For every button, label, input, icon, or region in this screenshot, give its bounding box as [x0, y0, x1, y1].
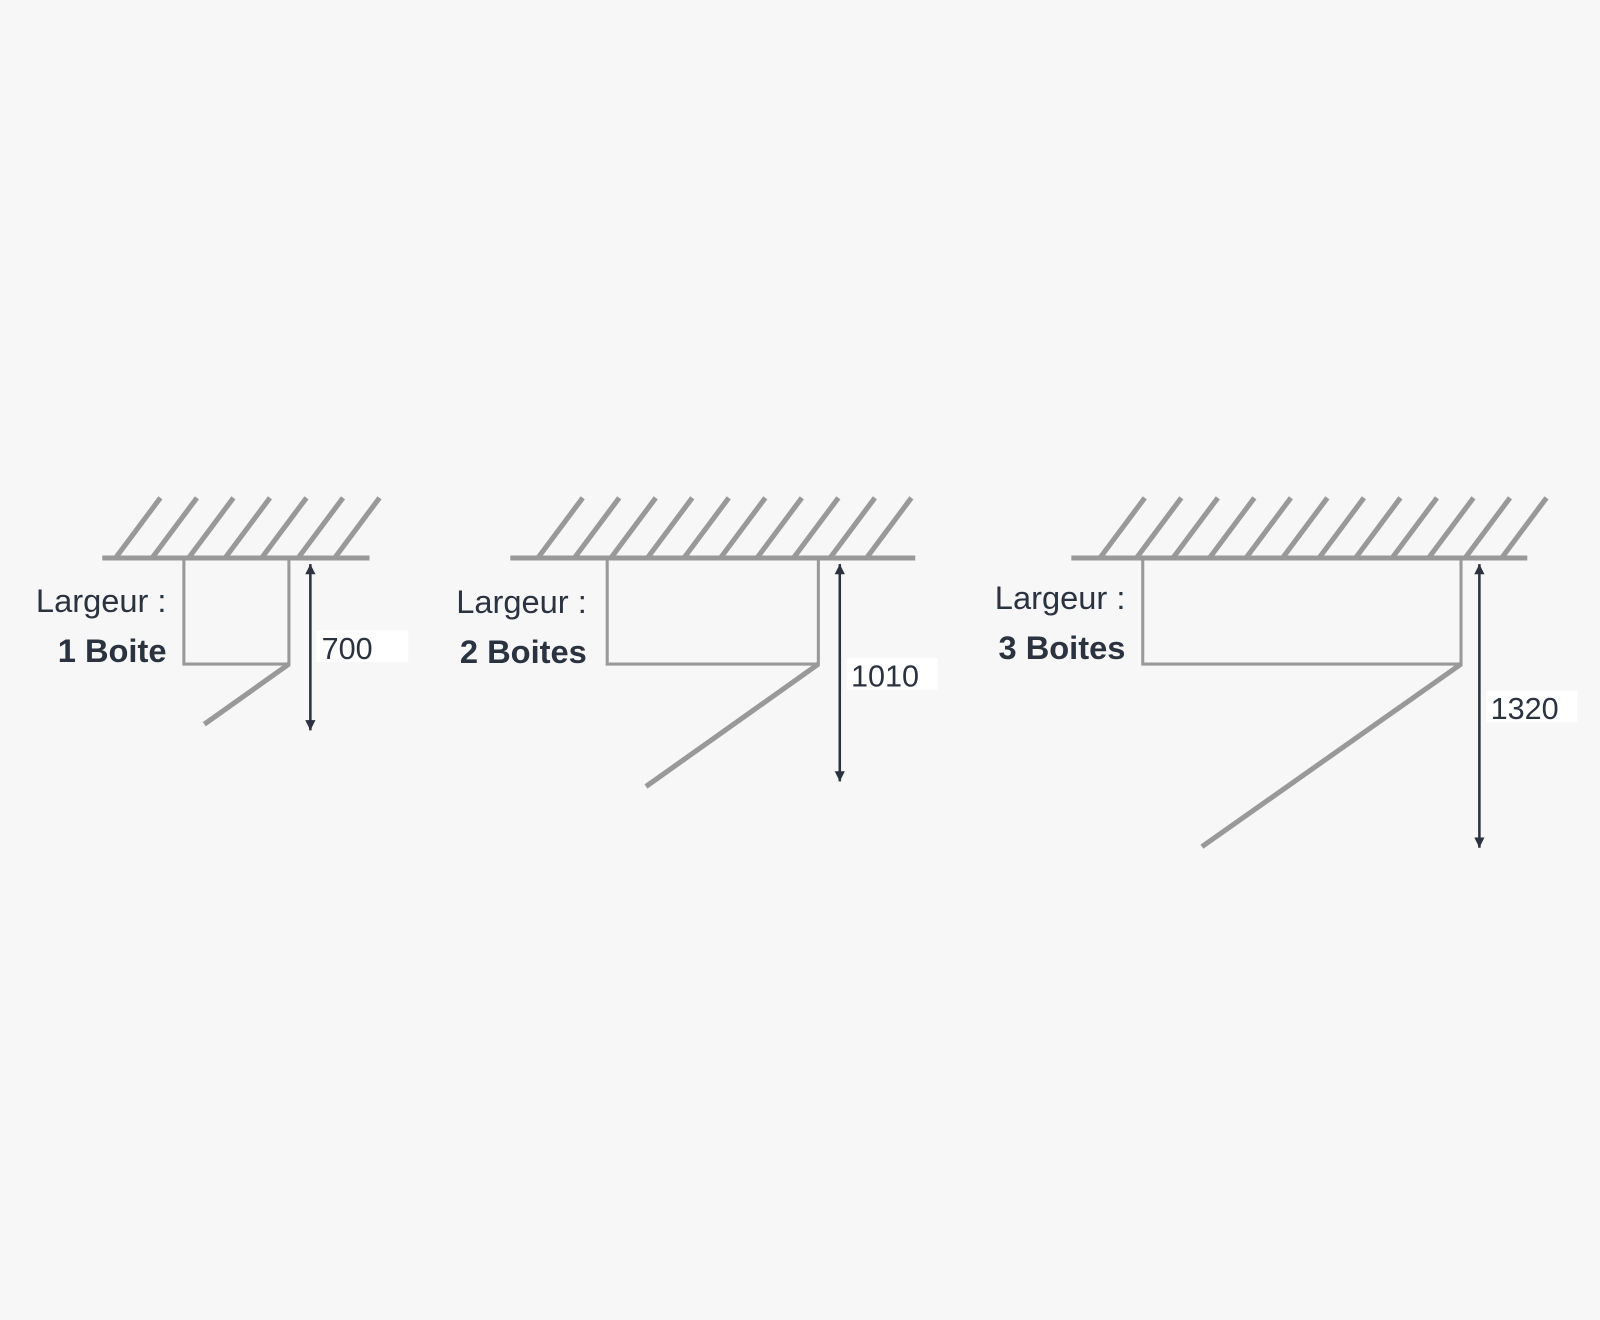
- hatch-line: [1097, 496, 1147, 560]
- ceiling-hatch: [113, 496, 382, 560]
- hatch-line: [1316, 496, 1366, 560]
- dimension-label-bg: [846, 657, 938, 690]
- hatch-line: [827, 496, 877, 560]
- width-label: Largeur :: [36, 582, 167, 619]
- hatch-line: [332, 496, 382, 560]
- width-label: Largeur :: [456, 583, 587, 620]
- panel-1-boite: 700 Largeur : 1 Boite: [36, 496, 409, 731]
- awning-box: [1141, 560, 1463, 666]
- panel-2-boites: 1010 Largeur : 2 Boites: [456, 496, 938, 789]
- awning-box: [605, 560, 820, 666]
- hatch-line: [864, 496, 914, 560]
- hatch-line: [535, 496, 585, 560]
- hatch-line: [186, 496, 236, 560]
- awning-arm: [644, 662, 820, 789]
- ceiling-hatch: [535, 496, 914, 560]
- hatch-line: [259, 496, 309, 560]
- hatch-line: [1390, 496, 1439, 560]
- hatch-line: [1170, 496, 1220, 560]
- dimension-value: 1010: [851, 660, 919, 694]
- hatch-line: [1243, 496, 1293, 560]
- hatch-line: [1134, 496, 1184, 560]
- awning-arm: [202, 662, 291, 727]
- box-count-label: 3 Boites: [998, 629, 1125, 666]
- hatch-line: [149, 496, 199, 560]
- hatch-line: [113, 496, 163, 560]
- hatch-line: [1353, 496, 1403, 560]
- hatch-line: [608, 496, 658, 560]
- ceiling-hatch: [1097, 496, 1549, 560]
- hatch-line: [1463, 496, 1513, 560]
- hatch-line: [1280, 496, 1330, 560]
- dimension-label-bg: [316, 630, 409, 663]
- panel-3-boites: 1320 Largeur : 3 Boites: [995, 496, 1578, 849]
- hatch-line: [681, 496, 731, 560]
- hatch-line: [223, 496, 273, 560]
- hatch-line: [645, 496, 695, 560]
- box-count-label: 2 Boites: [460, 633, 587, 670]
- hatch-line: [572, 496, 622, 560]
- hatch-line: [1426, 496, 1476, 560]
- hatch-line: [296, 496, 346, 560]
- box-count-label: 1 Boite: [58, 632, 167, 669]
- hatch-line: [754, 496, 804, 560]
- dimension-value: 1320: [1491, 692, 1559, 726]
- hatch-line: [718, 496, 768, 560]
- hatch-line: [1499, 496, 1549, 560]
- hatch-line: [791, 496, 841, 560]
- width-label: Largeur :: [995, 579, 1126, 616]
- awning-box: [182, 560, 291, 666]
- hatch-line: [1207, 496, 1257, 560]
- awning-arm: [1200, 661, 1463, 849]
- dimension-value: 700: [322, 632, 373, 666]
- dimension-label-bg: [1486, 690, 1578, 723]
